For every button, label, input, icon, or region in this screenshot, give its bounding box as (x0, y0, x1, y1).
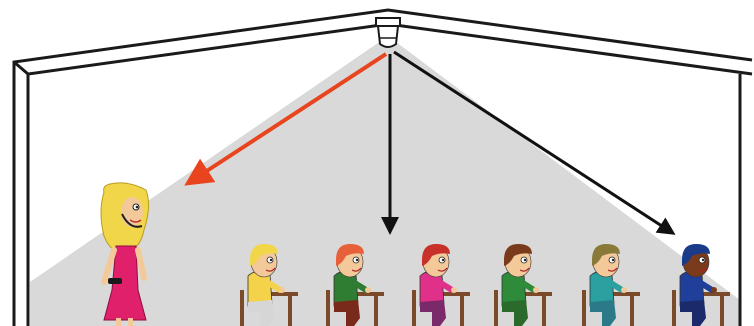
chair-back (412, 290, 416, 326)
student-hand (533, 287, 539, 293)
desk-leg (720, 296, 724, 326)
student-pupil (356, 259, 358, 261)
student-pupil (524, 259, 526, 261)
student-pupil (442, 259, 444, 261)
desk-leg (460, 296, 464, 326)
ceiling-speaker-icon (376, 18, 400, 47)
chair-back (326, 290, 330, 326)
desk-leg (542, 296, 546, 326)
desk-leg (374, 296, 378, 326)
chair-back (240, 290, 244, 326)
student-pupil (270, 259, 272, 261)
chair-back (672, 290, 676, 326)
chair-back (582, 290, 586, 326)
student-pupil (612, 259, 614, 261)
student-hand (711, 287, 717, 293)
desk-leg (630, 296, 634, 326)
student-hand (365, 287, 371, 293)
student-hand (621, 287, 627, 293)
student-hand (279, 287, 285, 293)
student-hand (451, 287, 457, 293)
student-pupil (702, 259, 704, 261)
chair-back (494, 290, 498, 326)
desk-leg (288, 296, 292, 326)
